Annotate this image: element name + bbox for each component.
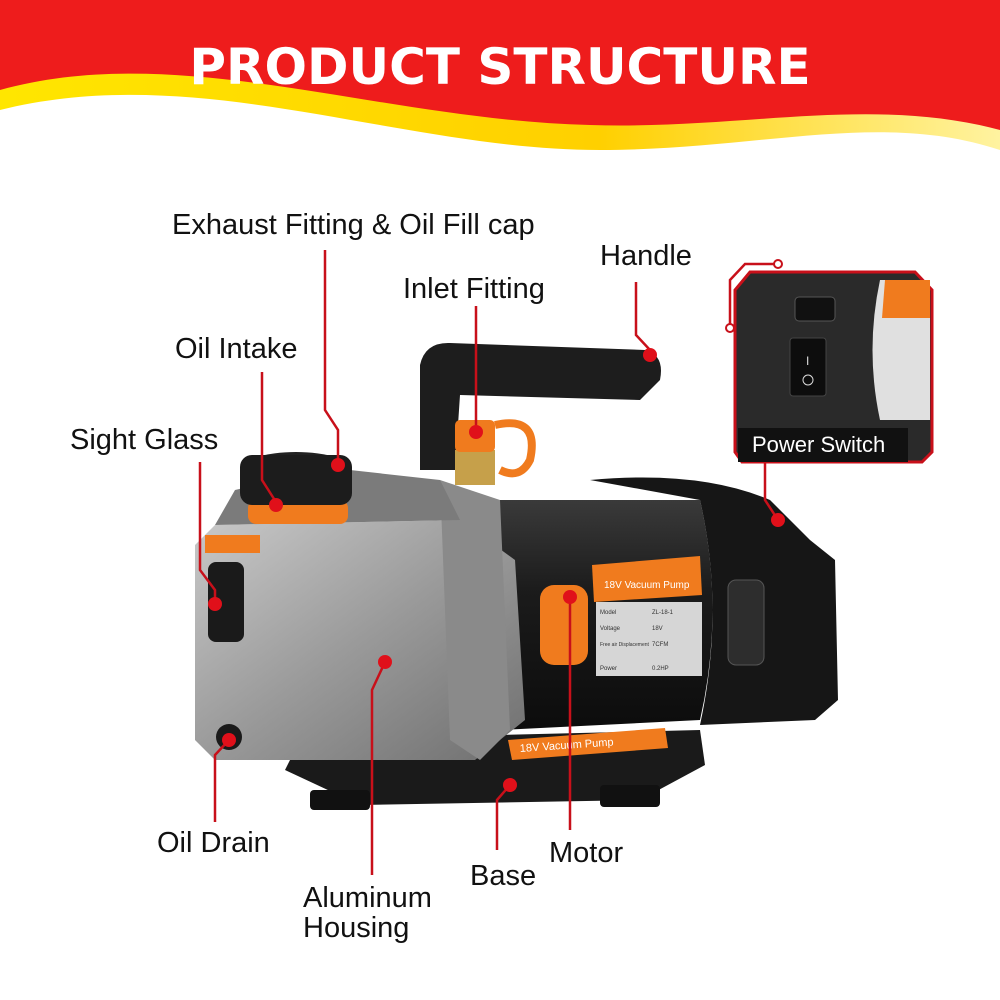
svg-text:18V: 18V (652, 626, 663, 632)
label-handle: Handle (600, 240, 692, 272)
label-housing-line2: Housing (303, 912, 410, 944)
leader-lines (198, 250, 780, 875)
svg-text:0.2HP: 0.2HP (652, 666, 669, 672)
label-power-switch: Power Switch (752, 432, 886, 457)
svg-text:Voltage: Voltage (600, 626, 621, 632)
label-exhaust-fitting: Exhaust Fitting & Oil Fill cap (172, 209, 535, 241)
label-housing-line1: Aluminum (303, 882, 432, 914)
svg-text:7CFM: 7CFM (652, 642, 668, 648)
title-banner (0, 0, 1000, 150)
aluminum-housing (195, 520, 525, 760)
label-inlet-fitting: Inlet Fitting (403, 273, 545, 305)
label-oil-intake: Oil Intake (175, 333, 298, 365)
svg-text:I: I (806, 354, 809, 368)
spec-plate: 18V Vacuum Pump Model ZL-18-1 Voltage 18… (592, 556, 702, 676)
label-motor: Motor (549, 837, 624, 869)
handle (420, 342, 661, 470)
svg-text:18V Vacuum Pump: 18V Vacuum Pump (604, 580, 690, 591)
label-oil-drain: Oil Drain (157, 827, 270, 859)
svg-text:Free air Displacement: Free air Displacement (600, 642, 650, 648)
leader-dots (208, 259, 785, 792)
power-switch-inset: I (733, 270, 934, 464)
svg-text:Power: Power (600, 666, 617, 672)
label-base: Base (470, 860, 537, 892)
svg-text:Model: Model (600, 610, 616, 616)
svg-text:ZL-18-1: ZL-18-1 (652, 610, 674, 616)
page-title: PRODUCT STRUCTURE (189, 38, 811, 96)
label-sight-glass: Sight Glass (70, 424, 219, 456)
